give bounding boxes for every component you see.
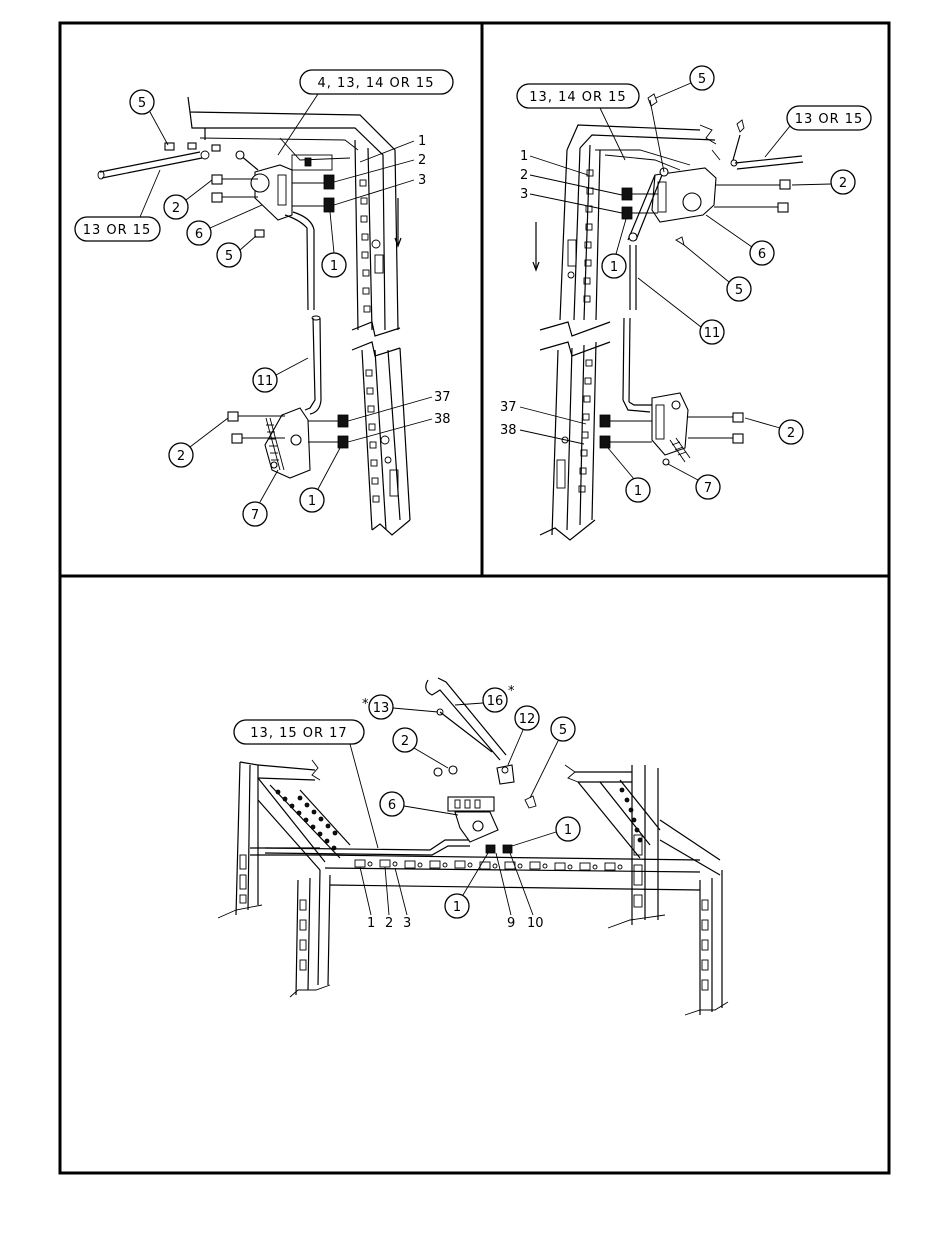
svg-text:6: 6: [388, 798, 396, 813]
svg-text:38: 38: [434, 412, 451, 427]
svg-text:38: 38: [500, 423, 517, 438]
upper-lock-bracket-right: [628, 100, 716, 241]
svg-text:2: 2: [520, 168, 528, 183]
svg-text:3: 3: [418, 173, 426, 188]
callouts-top-right: 5 2 1 6 5 11 2 1 7: [602, 66, 855, 502]
svg-text:3: 3: [403, 916, 411, 931]
pill-text: 4, 13, 14 OR 15: [318, 76, 435, 91]
svg-text:3: 3: [520, 187, 528, 202]
svg-text:2: 2: [418, 153, 426, 168]
pill-label-left: 13 OR 15: [75, 170, 160, 241]
pill-label-bottom: 13, 15 OR 17: [234, 720, 378, 848]
svg-text:1: 1: [418, 134, 426, 149]
svg-text:13: 13: [373, 701, 390, 716]
svg-text:12: 12: [519, 712, 536, 727]
refs-bottom: 1 2 3 9 10: [360, 853, 544, 931]
right-side-rail: [565, 765, 660, 858]
upper-lock-bracket: [240, 155, 292, 220]
svg-text:13 OR 15: 13 OR 15: [83, 223, 152, 238]
bolts-upper: [165, 143, 264, 237]
svg-text:5: 5: [225, 249, 233, 264]
pill-label-top-right: 13, 14 OR 15: [517, 84, 639, 160]
svg-text:6: 6: [195, 227, 203, 242]
left-rear-post: [218, 762, 262, 918]
svg-text:1: 1: [634, 484, 642, 499]
svg-text:1: 1: [308, 494, 316, 509]
view-bottom: 13, 15 OR 17 * 13 16 * 12 2 5 6 1 1 1: [218, 678, 728, 1015]
svg-text:11: 11: [704, 326, 721, 341]
svg-text:2: 2: [839, 176, 847, 191]
svg-text:*: *: [362, 697, 369, 712]
svg-text:1: 1: [520, 149, 528, 164]
svg-text:1: 1: [330, 259, 338, 274]
pill-label-top: 4, 13, 14 OR 15: [278, 70, 453, 155]
lower-latch-right: [600, 393, 743, 465]
svg-text:13 OR 15: 13 OR 15: [795, 112, 864, 127]
refs-top-left: 1 2 3 37 38: [334, 134, 451, 442]
vertical-rod: [285, 212, 321, 414]
svg-text:5: 5: [138, 96, 146, 111]
svg-text:11: 11: [257, 374, 274, 389]
svg-text:5: 5: [698, 72, 706, 87]
svg-text:2: 2: [401, 734, 409, 749]
svg-text:7: 7: [704, 481, 712, 496]
svg-text:2: 2: [177, 449, 185, 464]
svg-text:7: 7: [251, 508, 259, 523]
striker-clips-upper: [292, 155, 334, 212]
svg-text:13, 15 OR 17: 13, 15 OR 17: [250, 726, 347, 741]
svg-text:1: 1: [610, 260, 618, 275]
left-front-post: [290, 870, 330, 997]
svg-text:10: 10: [527, 916, 544, 931]
svg-text:16: 16: [487, 694, 504, 709]
vertical-rod-right: [623, 245, 652, 412]
horizontal-rod: [98, 151, 209, 179]
svg-text:37: 37: [434, 390, 451, 405]
view-top-right: 13, 14 OR 15 13 OR 15 5 2 1 6 5 11 2 1: [500, 66, 871, 540]
svg-text:37: 37: [500, 400, 517, 415]
svg-text:6: 6: [758, 247, 766, 262]
svg-text:5: 5: [559, 723, 567, 738]
right-front-post: [685, 870, 728, 1015]
view-top-left: 4, 13, 14 OR 15 13 OR 15 5 2 6 5 1 11 2 …: [75, 70, 453, 535]
svg-text:2: 2: [385, 916, 393, 931]
svg-text:5: 5: [735, 283, 743, 298]
right-rear-post: [608, 765, 720, 928]
svg-text:13, 14 OR 15: 13, 14 OR 15: [529, 90, 626, 105]
svg-text:2: 2: [172, 201, 180, 216]
svg-text:*: *: [508, 684, 515, 699]
panel-frames: [60, 23, 889, 1173]
pill-label-right: 13 OR 15: [765, 106, 871, 157]
svg-text:2: 2: [787, 426, 795, 441]
svg-text:9: 9: [507, 916, 515, 931]
svg-text:1: 1: [367, 916, 375, 931]
svg-text:1: 1: [453, 900, 461, 915]
svg-text:1: 1: [564, 823, 572, 838]
